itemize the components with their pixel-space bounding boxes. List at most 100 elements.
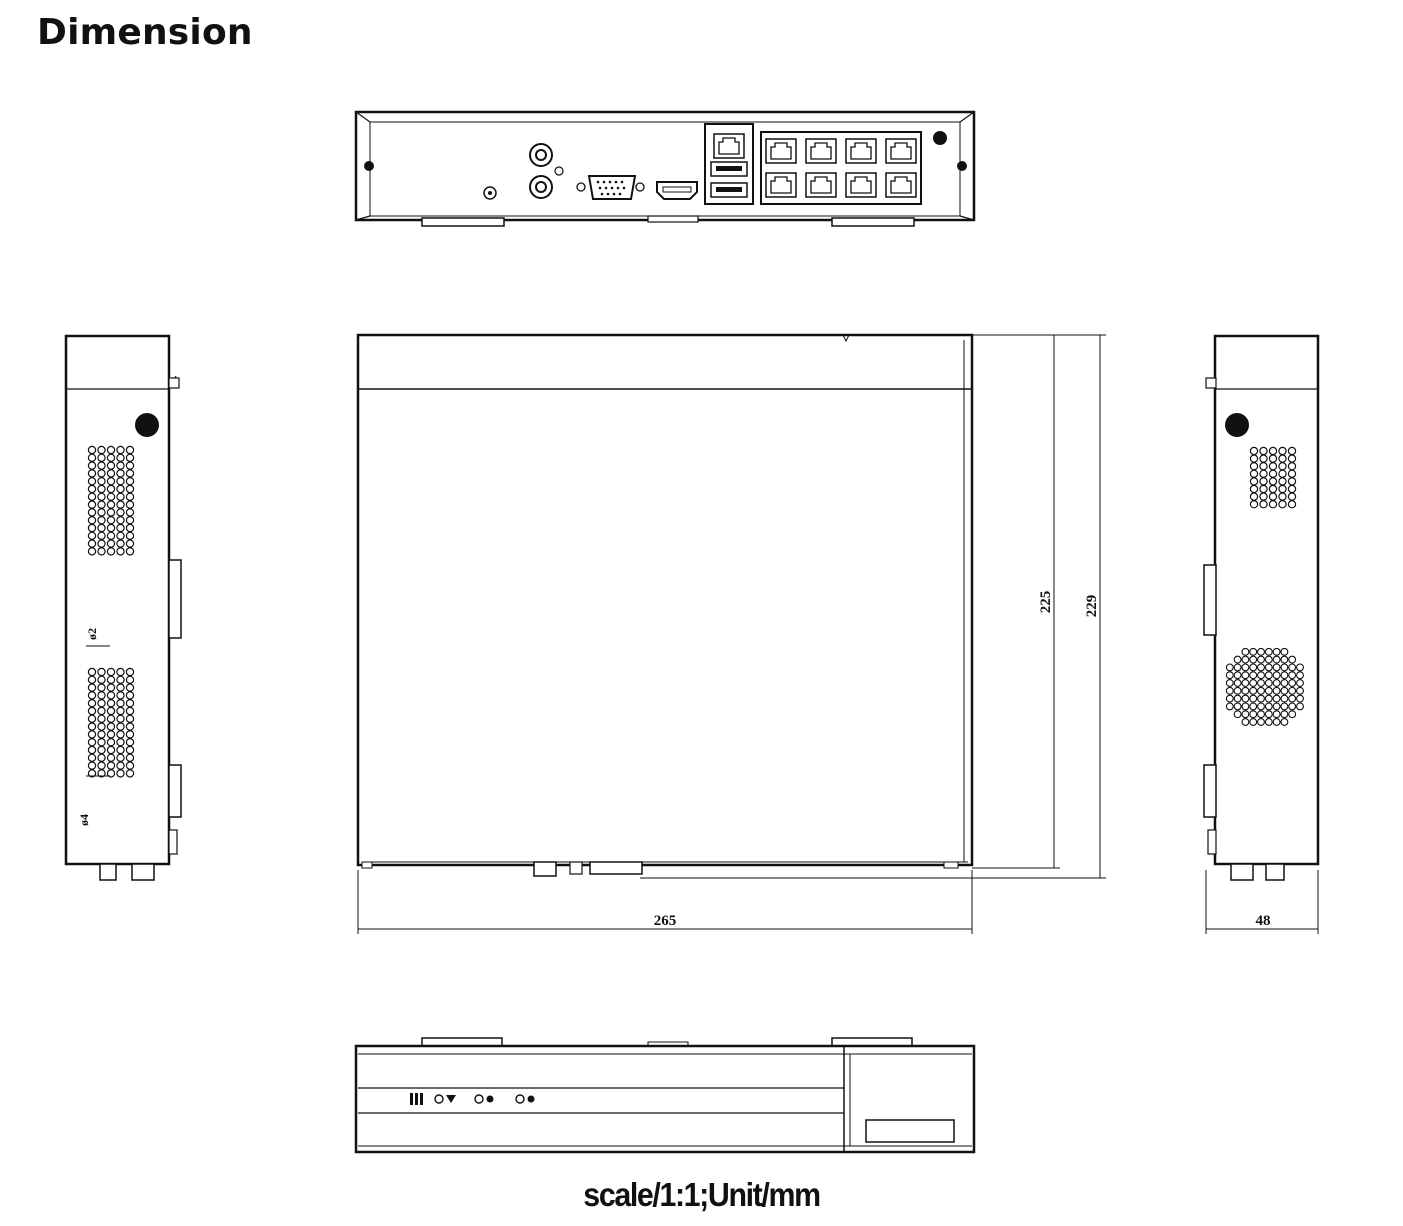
vent-hole [125,722,135,731]
fan-hole [1225,663,1234,672]
fan-hole [1249,671,1258,680]
depth-inner-label: 225 [1038,591,1054,614]
depth-dimension: 225 229 [640,334,1106,879]
fan-hole [1241,647,1250,656]
vent-hole [116,547,125,556]
fan-hole [1288,663,1297,672]
fan-hole [1257,694,1265,703]
fan-hole [1249,647,1258,656]
vent-hole [125,500,135,509]
fan-hole [1264,655,1273,664]
vent-hole [125,683,135,692]
fan-hole [1264,718,1273,726]
width-dimension: 265 [357,870,973,934]
fan-hole [1233,671,1242,680]
fan-hole [1296,702,1304,711]
front-view [354,1037,976,1154]
fan-hole [1272,663,1281,672]
fan-hole [1233,663,1242,672]
vent-hole [97,492,106,501]
fan-hole [1233,655,1242,664]
fan-hole [1225,702,1234,711]
vent-hole [87,453,97,462]
fan-hole [1257,718,1265,726]
fan-hole [1296,671,1304,680]
fan-hole [1233,686,1242,695]
height-dimension: 48 [1205,870,1319,934]
fan-hole [1272,671,1281,680]
fan-hole [1225,686,1234,695]
fan-hole [1272,718,1281,726]
vent-hole [106,539,116,548]
vent-hole [116,469,125,478]
vent-hole [1278,500,1287,509]
vent-hole [116,769,125,778]
fan-hole [1225,694,1234,703]
fan-hole [1272,686,1281,695]
fan-hole [1241,694,1250,703]
fan-hole [1233,702,1242,711]
fan-hole [1233,679,1242,687]
fan-hole [1280,655,1289,664]
fan-hole [1288,655,1297,664]
fan-hole [1272,710,1281,719]
vent-hole [97,539,106,548]
vent-hole [116,539,125,548]
fan-hole [1264,647,1273,656]
fan-hole [1296,663,1304,672]
vent-hole [116,453,125,462]
vent-hole [87,769,97,778]
vent-hole [125,492,135,501]
fan-hole [1280,647,1289,656]
vent-hole [1268,500,1278,509]
vent-hole [106,547,116,556]
fan-hole [1288,686,1297,695]
fan-hole [1264,710,1273,719]
vent-hole [125,453,135,462]
fan-hole [1264,702,1273,711]
fan-hole [1233,710,1242,719]
vent-hole [106,453,116,462]
fan-hole [1249,679,1258,687]
vent-hole [1259,500,1268,509]
vent-hole [87,539,97,548]
vent-hole [106,769,116,778]
vent-hole [87,722,97,731]
fan-hole [1225,671,1234,680]
vent-hole [125,769,135,778]
vent-hole [97,500,106,509]
vent-hole [116,500,125,509]
fan-hole [1272,702,1281,711]
fan-hole [1241,655,1250,664]
vent-hole [106,492,116,501]
fan-hole [1264,663,1273,672]
fan-hole [1249,663,1258,672]
vent-hole [116,761,125,770]
fan-hole [1241,718,1250,726]
fan-hole [1257,671,1265,680]
vent-hole [106,469,116,478]
fan-hole [1264,686,1273,695]
hole-label-upper: ø2 [85,628,99,640]
fan-hole [1225,679,1234,687]
fan-hole [1241,663,1250,672]
height-label: 48 [1256,913,1271,929]
vent-hole [87,547,97,556]
vent-hole [97,469,106,478]
vent-hole [87,492,97,501]
fan-hole [1280,702,1289,711]
vent-hole [97,508,106,517]
left-side-view: ø2 ø4 [64,334,182,881]
fan-hole [1257,702,1265,711]
vent-hole [87,500,97,509]
fan-hole [1272,647,1281,656]
fan-hole [1249,702,1258,711]
fan-hole [1296,679,1304,687]
vent-hole [125,761,135,770]
fan-hole [1288,694,1297,703]
fan-hole [1280,671,1289,680]
fan-hole [1249,710,1258,719]
vent-hole [116,683,125,692]
fan-hole [1241,679,1250,687]
